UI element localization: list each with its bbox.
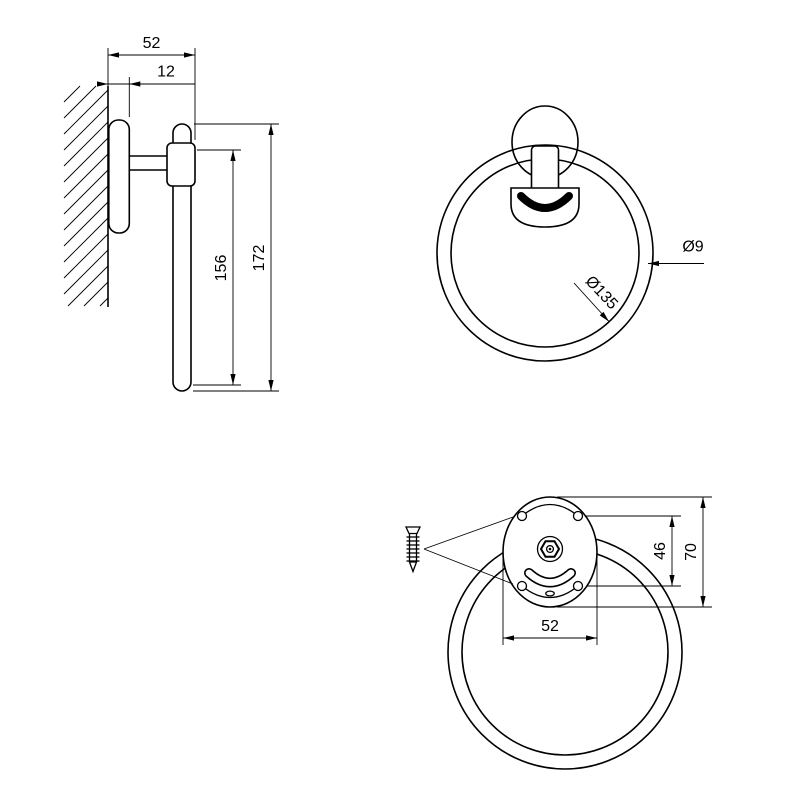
- mount-arm: [129, 155, 169, 171]
- dim-hole-spacing-label: 46: [652, 542, 669, 560]
- dim-plate-depth: 12: [97, 64, 195, 117]
- dim-ring-diameter: Ø135: [573, 273, 621, 322]
- dim-depth-label: 52: [143, 35, 161, 52]
- dim-tube-diameter: Ø9: [648, 239, 704, 267]
- dim-ring-diameter-label: Ø135: [582, 273, 621, 313]
- small-slot-hole: [545, 590, 555, 597]
- dim-inner-height-label: 156: [213, 255, 230, 282]
- dim-hole-spacing: 46: [586, 515, 681, 587]
- dim-plate-depth-label: 12: [157, 64, 175, 81]
- center-nut: [536, 535, 564, 563]
- ring-holder-side: [166, 142, 196, 187]
- ring-side-profile: [172, 123, 192, 392]
- screw-icon: [404, 526, 422, 574]
- ring-outer-circle: [436, 144, 654, 362]
- dim-plate-width-label: 52: [541, 618, 559, 635]
- dim-inner-height: 156: [193, 149, 241, 386]
- dim-plate-height-label: 70: [683, 543, 700, 561]
- hanger-bracket-front: [530, 145, 560, 193]
- front-view: Ø9 Ø135: [436, 105, 704, 362]
- screw-leader-lines: [423, 516, 514, 585]
- wall-hatch: [63, 85, 109, 307]
- dim-depth: 52: [107, 35, 196, 140]
- dim-tube-diameter-label: Ø9: [682, 239, 703, 256]
- screw-holes: [516, 510, 584, 592]
- dim-overall-height-label: 172: [251, 245, 268, 272]
- wall-plate-side: [108, 119, 131, 234]
- plate-top-seam: [521, 503, 579, 517]
- side-view: 52 12 156 172: [63, 35, 279, 392]
- holder-opening: [517, 192, 573, 212]
- dim-plate-width: 52: [502, 558, 598, 645]
- bottom-view: 46 70 52: [404, 496, 712, 770]
- bottom-slot: [524, 568, 576, 597]
- dim-overall-height: 172: [193, 123, 279, 392]
- dim-plate-height: 70: [557, 496, 712, 608]
- plate-bottom-seam: [521, 585, 579, 599]
